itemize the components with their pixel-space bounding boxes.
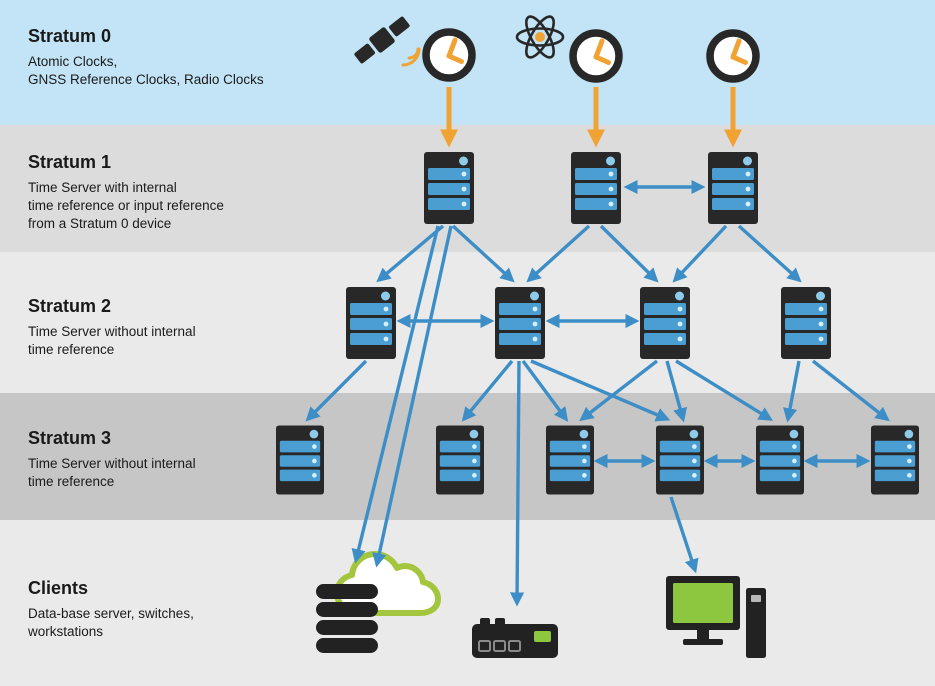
atom-icon	[515, 15, 565, 59]
connection-arrow	[305, 359, 368, 422]
connection-arrow	[521, 359, 569, 422]
server-icon	[276, 425, 324, 495]
stratum-3-desc-line: time reference	[28, 474, 115, 489]
connection-arrow	[811, 359, 890, 422]
workstation-icon	[666, 576, 766, 658]
connection-arrow	[675, 359, 774, 421]
stratum-0-title: Stratum 0	[28, 26, 112, 46]
stratum-1-desc-line: time reference or input reference	[28, 198, 224, 213]
stratum-0-desc-line: GNSS Reference Clocks, Radio Clocks	[28, 72, 264, 87]
clients-desc-line: Data-base server, switches,	[28, 606, 194, 621]
connection-arrow	[737, 224, 802, 283]
connection-arrow	[669, 496, 699, 574]
stratum-1-desc-line: from a Stratum 0 device	[28, 216, 172, 231]
stratum-1-desc-line: Time Server with internal	[28, 180, 177, 195]
stratum-2-desc-line: time reference	[28, 342, 115, 357]
connection-arrow	[530, 359, 671, 422]
server-icon	[871, 425, 919, 495]
server-icon	[436, 425, 484, 495]
label-stratum-2: Stratum 2 Time Server without internal t…	[28, 296, 196, 359]
connection-arrow	[599, 224, 659, 283]
server-icon	[656, 425, 704, 495]
satellite-icon	[354, 16, 421, 67]
server-icon	[424, 152, 474, 224]
connection-arrow	[509, 360, 525, 607]
connection-arrow	[461, 359, 514, 422]
label-stratum-0: Stratum 0 Atomic Clocks, GNSS Reference …	[28, 26, 264, 89]
connection-arrows	[305, 87, 890, 607]
connection-arrow	[376, 224, 445, 283]
stratum-3-desc-line: Time Server without internal	[28, 456, 196, 471]
server-icon	[756, 425, 804, 495]
database-server-icon	[316, 584, 378, 653]
connection-arrow	[451, 224, 515, 283]
server-icon	[781, 287, 831, 359]
clock-icon	[710, 33, 756, 79]
server-icon	[708, 152, 758, 224]
server-icon	[571, 152, 621, 224]
connection-arrow	[526, 224, 591, 283]
label-clients: Clients Data-base server, switches, work…	[28, 578, 194, 641]
stratum-1-title: Stratum 1	[28, 152, 112, 172]
clock-icon	[426, 32, 472, 78]
clients-title: Clients	[28, 578, 89, 598]
stratum-2-title: Stratum 2	[28, 296, 112, 316]
stratum-0-desc-line: Atomic Clocks,	[28, 54, 118, 69]
connection-arrow	[351, 225, 440, 564]
stratum-2-desc-line: Time Server without internal	[28, 324, 196, 339]
connection-arrow	[782, 360, 801, 423]
clock-icon	[573, 33, 619, 79]
connection-arrow	[372, 225, 453, 568]
server-icon	[546, 425, 594, 495]
connection-arrow	[665, 360, 688, 423]
connection-arrow	[579, 359, 659, 422]
label-stratum-3: Stratum 3 Time Server without internal t…	[28, 428, 196, 491]
network-switch-icon	[472, 618, 558, 658]
clients-desc-line: workstations	[28, 624, 104, 639]
connection-arrow	[672, 224, 728, 283]
server-icon	[640, 287, 690, 359]
server-icon	[346, 287, 396, 359]
stratum-3-title: Stratum 3	[28, 428, 112, 448]
band-clients	[0, 520, 935, 686]
server-icon	[495, 287, 545, 359]
label-stratum-1: Stratum 1 Time Server with internal time…	[28, 152, 224, 233]
